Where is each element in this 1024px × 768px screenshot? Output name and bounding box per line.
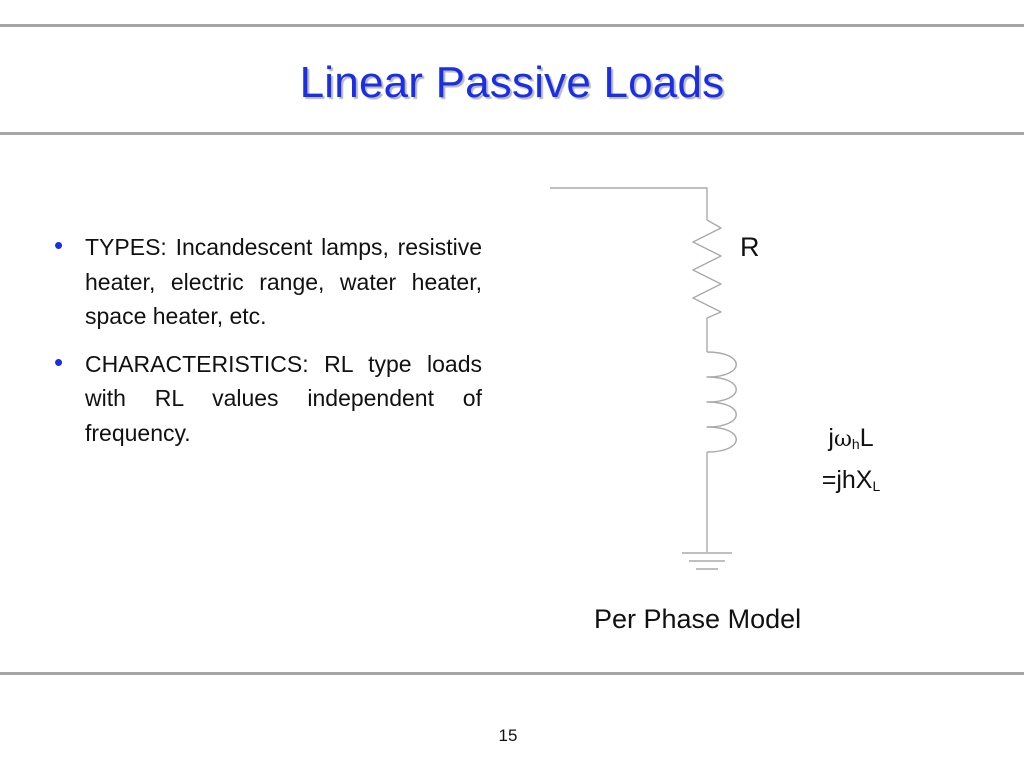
resistor-icon [692,219,722,319]
impedance-line-1: jωhL [828,424,874,452]
top-divider [0,24,1024,27]
bullet-list: • TYPES: Incandescent lamps, resistive h… [54,230,482,463]
bottom-divider [0,672,1024,675]
resistor-label: R [740,232,760,262]
omega-symbol: ω [833,427,852,452]
bullet-item-characteristics: • CHARACTERISTICS: RL type loads with RL… [54,347,482,451]
inductor-impedance-label: jωhL =jhXL [796,420,906,504]
circuit-diagram [550,187,737,570]
bullet-dot-icon: • [54,230,64,260]
bullet-text: CHARACTERISTICS: RL type loads with RL v… [85,350,482,446]
bullet-dot-icon: • [54,346,64,377]
top-wire [550,187,708,220]
bullet-text: TYPES: Incandescent lamps, resistive hea… [85,234,482,329]
inductor-icon [706,351,737,453]
title-divider [0,132,1024,135]
impedance-line-2: =jhXL [821,466,881,494]
slide-title: Linear Passive Loads [299,58,725,107]
page-number: 15 [498,726,518,745]
bullet-item-types: • TYPES: Incandescent lamps, resistive h… [54,230,482,334]
diagram-caption: Per Phase Model [594,604,802,634]
ground-icon [682,552,732,570]
